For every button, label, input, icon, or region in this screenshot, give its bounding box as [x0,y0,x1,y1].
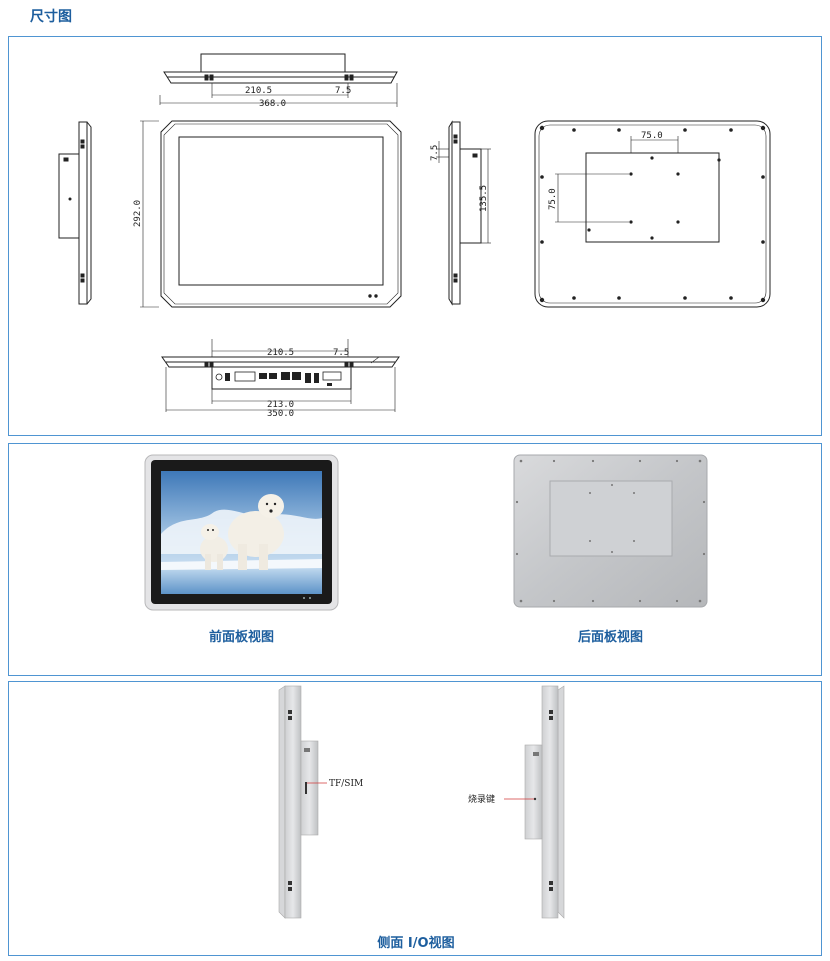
tf-sim-label: TF/SIM [329,779,363,789]
dimension-drawing-panel: 210.5 7.5 368.0 292.0 7.5 135.5 75.0 75.… [8,36,822,436]
left-side-view-drawing [58,121,92,305]
dimension-drawings: 210.5 7.5 368.0 292.0 7.5 135.5 75.0 75.… [58,53,771,419]
bottom-offset-a-label: 210.5 [267,348,294,358]
burn-key-label: 烧录键 [468,793,495,805]
bottom-offset-b-label: 7.5 [333,348,349,358]
right-small-offset-label: 7.5 [430,145,440,161]
top-offset-a-label: 210.5 [245,86,272,96]
rear-view-drawing [534,120,771,308]
side-io-caption: 侧面 I/O视图 [377,936,455,951]
right-side-view-drawing [436,120,491,306]
bottom-io-ports [215,371,342,386]
rear-mounting-holes [539,125,766,303]
top-view-drawing [159,53,398,107]
right-side-photo: 烧录键 [468,685,565,919]
product-photos [144,454,708,611]
right-bracket-height-label: 135.5 [479,185,489,212]
rear-hole-spacing-h-label: 75.0 [641,131,663,141]
top-offset-b-label: 7.5 [335,86,351,96]
product-views-panel: 前面板视图 后面板视图 [8,443,822,676]
top-overall-width-label: 368.0 [259,99,286,109]
rear-hole-spacing-v-label: 75.0 [548,188,558,210]
side-io-photos: TF/SIM 烧录键 [278,685,565,919]
left-side-photo: TF/SIM [278,685,363,919]
bottom-overall-width-label: 350.0 [267,409,294,419]
bottom-view-drawing [161,339,400,412]
front-view-drawing [140,120,402,308]
rear-panel-photo [513,454,708,608]
side-io-panel: TF/SIM 烧录键 侧面 I/O视图 [8,681,822,956]
front-panel-photo [144,454,339,611]
front-panel-caption: 前面板视图 [208,630,274,645]
bottom-io-width-label: 213.0 [267,400,294,410]
front-height-label: 292.0 [133,200,143,227]
page-title: 尺寸图 [30,9,72,25]
rear-panel-caption: 后面板视图 [577,630,643,645]
